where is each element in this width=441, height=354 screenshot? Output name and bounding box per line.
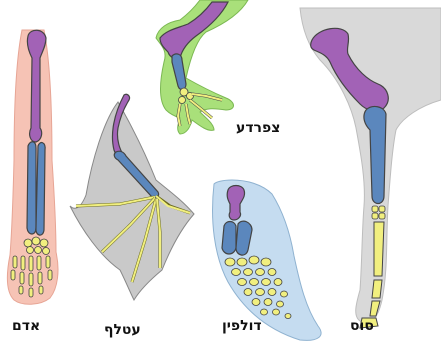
dolphin-radius	[222, 222, 236, 255]
human-ulna	[36, 143, 45, 236]
horse-cannon-bone	[374, 222, 384, 276]
dolphin-fin-illustration	[213, 180, 322, 340]
bat-wing-illustration	[70, 94, 194, 300]
bat-label: עטלף	[104, 322, 141, 338]
frog-limb-illustration	[156, 0, 248, 134]
horse-label: סוס	[350, 318, 374, 334]
human-label: אדם	[12, 318, 40, 334]
human-arm-illustration	[7, 30, 58, 304]
horse-leg-illustration	[300, 8, 441, 328]
dolphin-label: דולפין	[222, 318, 262, 334]
frog-label: צפרדע	[236, 120, 280, 136]
human-radius	[27, 142, 36, 234]
